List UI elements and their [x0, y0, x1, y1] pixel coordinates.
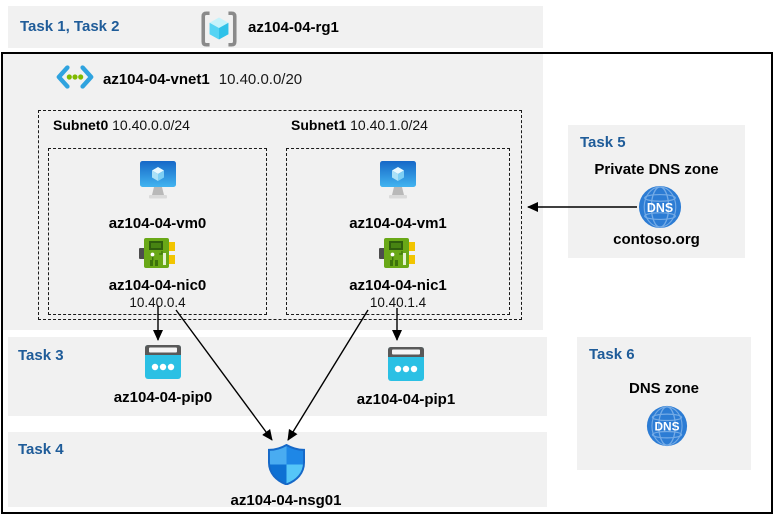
pip1-name: az104-04-pip1 — [356, 391, 456, 408]
subnet1-box: az104-04-vm1 az104-04-nic1 10.40.1.4 — [286, 148, 510, 315]
nic1-icon — [379, 237, 417, 274]
task3-band: Task 3 az104-04-pip0 — [8, 337, 547, 416]
subnet1-name: Subnet1 — [291, 117, 347, 133]
nsg-group: az104-04-nsg01 — [221, 443, 351, 509]
pip1-group: az104-04-pip1 — [341, 347, 471, 408]
private-dns-zone-title: Private DNS zone — [594, 161, 719, 178]
subnets-container — [38, 110, 522, 320]
subnet1-cidr: 10.40.1.0/24 — [350, 117, 428, 133]
nic0-name: az104-04-nic0 — [108, 277, 207, 294]
pip0-icon — [145, 345, 181, 384]
vm0-name: az104-04-vm0 — [108, 215, 207, 232]
vnet-header: az104-04-vnet1 10.40.0.0/20 — [56, 63, 302, 95]
private-dns-zone-icon: DNS — [638, 185, 682, 234]
virtual-network-icon — [56, 64, 94, 95]
nic1-ip: 10.40.1.4 — [369, 295, 427, 310]
dns-icon-text: DNS — [654, 420, 679, 434]
private-dns-zone-name: contoso.org — [613, 231, 700, 248]
pip0-name: az104-04-pip0 — [113, 389, 213, 406]
task4-label: Task 4 — [18, 441, 64, 458]
subnet0-cidr: 10.40.0.0/24 — [112, 117, 190, 133]
subnet0-name: Subnet0 — [53, 117, 109, 133]
nic0-icon — [138, 237, 177, 274]
resource-group-name: az104-04-rg1 — [248, 19, 339, 36]
nsg-name: az104-04-nsg01 — [230, 492, 342, 509]
nsg-shield-icon — [267, 443, 305, 490]
vm1-name: az104-04-vm1 — [349, 215, 447, 232]
task5-box: Task 5 Private DNS zone DNS contoso.org — [568, 125, 745, 258]
nic0-ip: 10.40.0.4 — [129, 295, 186, 310]
task6-box: Task 6 DNS zone DNS — [577, 337, 751, 470]
subnet1-label: Subnet1 10.40.1.0/24 — [291, 117, 428, 133]
pip0-group: az104-04-pip0 — [98, 345, 228, 406]
task3-label: Task 3 — [18, 347, 64, 364]
task5-label: Task 5 — [580, 134, 626, 151]
task1-task2-band: Task 1, Task 2 az104-04-rg1 — [8, 6, 543, 48]
vm0-icon — [138, 159, 178, 206]
vnet-region — [3, 54, 543, 330]
task6-label: Task 6 — [589, 346, 635, 363]
subnet0-label: Subnet0 10.40.0.0/24 — [53, 117, 190, 133]
vnet-name: az104-04-vnet1 — [103, 70, 210, 88]
pip1-icon — [388, 347, 424, 386]
resource-group-icon — [198, 10, 240, 53]
nic1-name: az104-04-nic1 — [349, 277, 447, 294]
dns-zone-icon: DNS — [646, 405, 688, 452]
task4-band: Task 4 az — [8, 432, 547, 509]
vm1-icon — [378, 159, 418, 206]
dns-zone-title: DNS zone — [628, 380, 699, 397]
subnet0-box: az104-04-vm0 az104-04-nic0 10.40.0.4 — [48, 148, 267, 315]
task1-task2-label: Task 1, Task 2 — [20, 18, 120, 35]
dns-icon-text: DNS — [646, 201, 672, 215]
vnet-cidr: 10.40.0.0/20 — [218, 70, 303, 88]
